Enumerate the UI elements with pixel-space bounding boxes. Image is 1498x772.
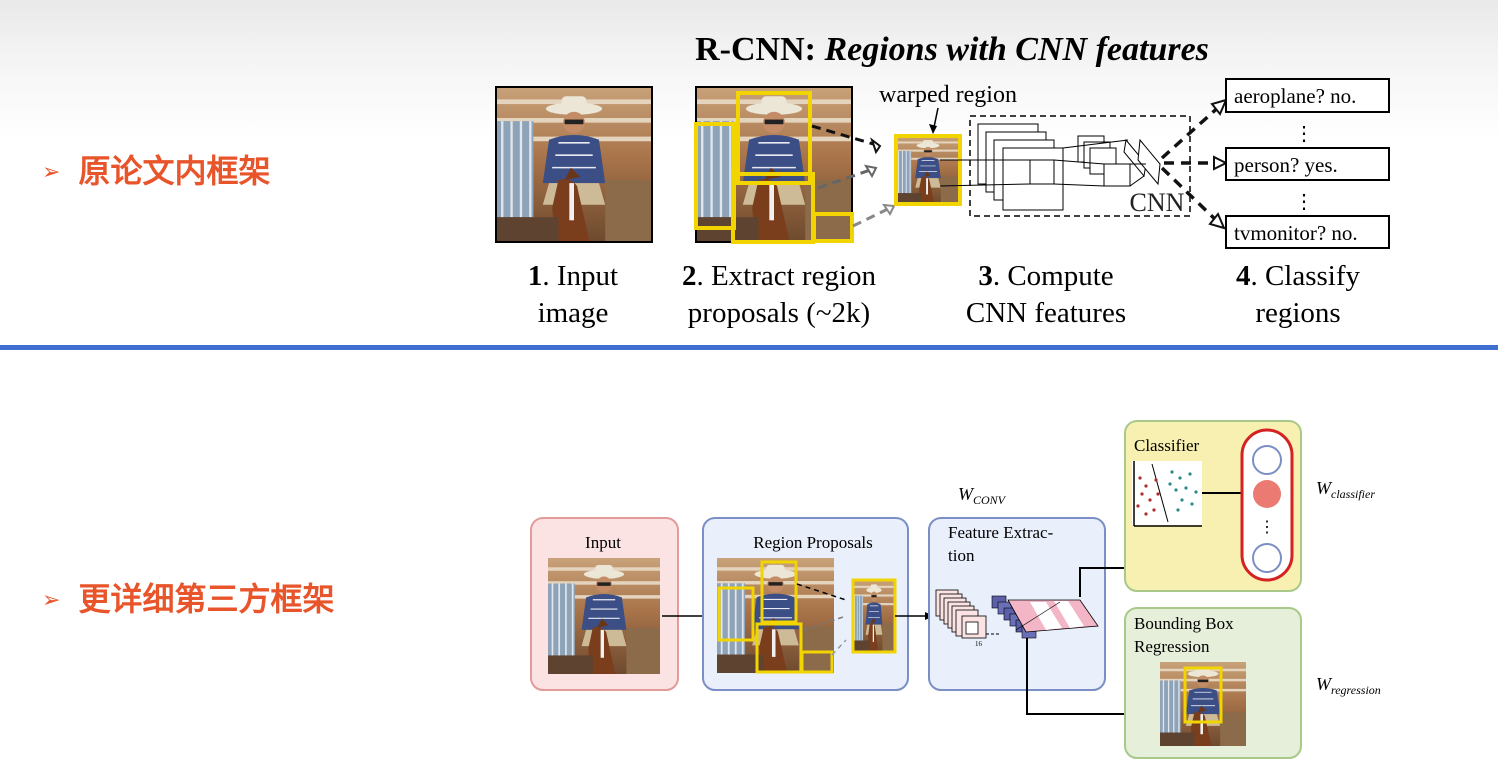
svg-text:warped region: warped region bbox=[879, 82, 1017, 108]
step-caption-2: 2. Extract region proposals (~2k) bbox=[682, 260, 877, 329]
class-box-aeroplane: aeroplane? no. bbox=[1225, 78, 1390, 113]
small-dimension-label: 16 bbox=[975, 640, 983, 648]
bullet-arrow-icon: ➢ bbox=[42, 588, 61, 613]
svg-text:Classifier: Classifier bbox=[1134, 436, 1199, 455]
class-box-tvmonitor: tvmonitor? no. bbox=[1225, 215, 1390, 249]
detail-proposals-panel: Region Proposals bbox=[702, 517, 909, 691]
svg-text:4. Classify: 4. Classify bbox=[1236, 260, 1361, 292]
warped-region-image bbox=[894, 134, 962, 206]
bullet-original-framework: ➢ 原论文内框架 bbox=[42, 146, 270, 192]
cnn-label: CNN bbox=[1130, 188, 1185, 217]
svg-text:3. Compute: 3. Compute bbox=[978, 260, 1113, 292]
input-image bbox=[495, 86, 653, 243]
svg-text:Bounding Box: Bounding Box bbox=[1134, 614, 1234, 633]
cnn-block: CNN bbox=[939, 115, 1191, 217]
svg-text:tion: tion bbox=[948, 546, 975, 565]
class-box-person: person? yes. bbox=[1225, 147, 1390, 181]
ellipsis: ⋮ bbox=[1294, 123, 1314, 145]
svg-text:image: image bbox=[538, 297, 609, 329]
bullet-text: 原论文内框架 bbox=[78, 152, 271, 190]
svg-text:CNN features: CNN features bbox=[966, 297, 1126, 329]
svg-text:regions: regions bbox=[1255, 297, 1340, 329]
svg-text:proposals (~2k): proposals (~2k) bbox=[688, 297, 870, 329]
svg-text:2. Extract region: 2. Extract region bbox=[682, 260, 877, 292]
proposal-box bbox=[736, 91, 812, 185]
bullet-text: 更详细第三方框架 bbox=[78, 580, 335, 618]
proposals-image bbox=[694, 86, 854, 244]
ellipsis: ⋮ bbox=[1294, 191, 1314, 213]
svg-text:Wclassifier: Wclassifier bbox=[1316, 478, 1375, 501]
bullet-detailed-framework: ➢ 更详细第三方框架 bbox=[42, 574, 334, 620]
svg-text:Regression: Regression bbox=[1134, 637, 1210, 656]
detail-classifier-panel: Classifier ⋮ bbox=[1124, 420, 1302, 592]
svg-text:R-CNN: Regions with CNN featur: R-CNN: Regions with CNN features bbox=[695, 31, 1209, 68]
svg-text:Wregression: Wregression bbox=[1316, 674, 1381, 697]
proposal-box bbox=[731, 172, 815, 244]
w-conv-label: WCONV bbox=[958, 484, 1007, 507]
detail-bbox-panel: Bounding Box Regression bbox=[1124, 607, 1302, 759]
svg-text:WCONV: WCONV bbox=[958, 484, 1007, 507]
rcnn-title: R-CNN: Regions with CNN features bbox=[695, 31, 1209, 68]
svg-text:Input: Input bbox=[585, 533, 621, 552]
svg-text:aeroplane? no.: aeroplane? no. bbox=[1234, 84, 1356, 108]
w-classifier-label: Wclassifier bbox=[1316, 478, 1375, 501]
detail-feature-panel: Feature Extrac- tion 16 bbox=[928, 517, 1106, 691]
svg-text:tvmonitor? no.: tvmonitor? no. bbox=[1234, 221, 1358, 245]
step-caption-1: 1. Input image bbox=[528, 260, 618, 329]
svg-text:Region Proposals: Region Proposals bbox=[753, 533, 872, 552]
svg-text:person? yes.: person? yes. bbox=[1234, 153, 1338, 177]
w-regression-label: Wregression bbox=[1316, 674, 1381, 697]
step-caption-4: 4. Classify regions bbox=[1236, 260, 1361, 329]
bullet-arrow-icon: ➢ bbox=[42, 160, 61, 185]
proposal-box bbox=[812, 212, 854, 243]
svg-text:1. Input: 1. Input bbox=[528, 260, 618, 292]
step-caption-3: 3. Compute CNN features bbox=[966, 260, 1126, 329]
neuron-ellipsis: ⋮ bbox=[1259, 519, 1275, 536]
section-divider bbox=[0, 345, 1498, 350]
detail-input-panel: Input bbox=[530, 517, 679, 691]
warped-region-label: warped region bbox=[879, 82, 1017, 108]
svg-text:Feature Extrac-: Feature Extrac- bbox=[948, 523, 1054, 542]
